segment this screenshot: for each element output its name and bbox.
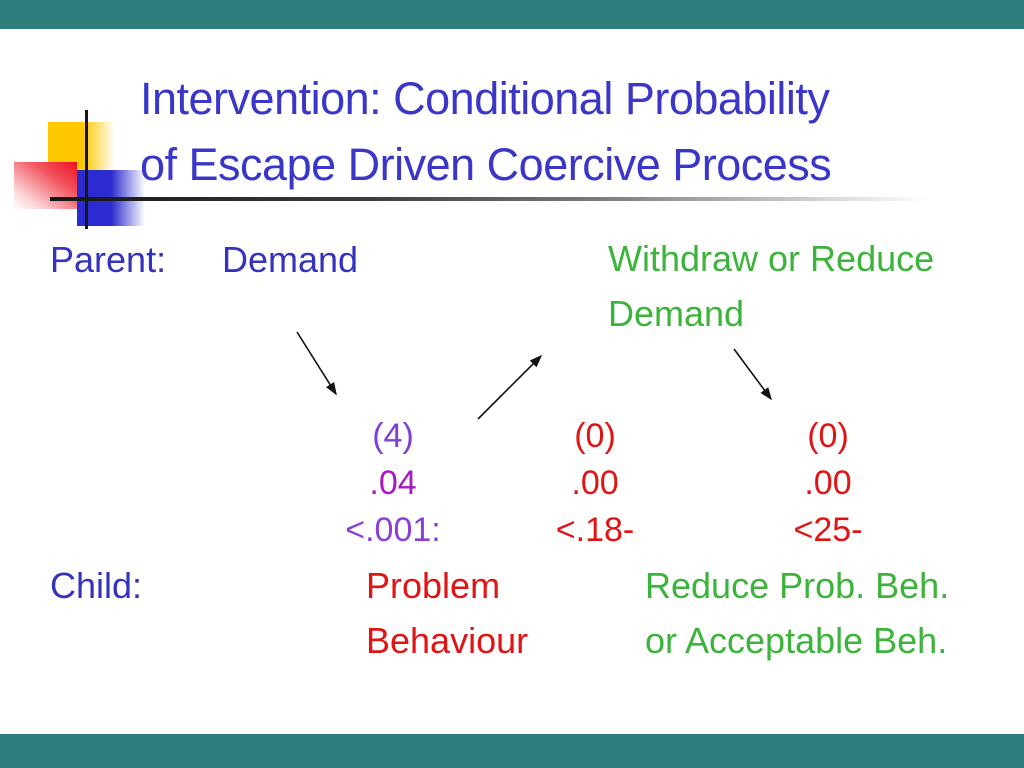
arrow-up-right-icon bbox=[477, 354, 543, 420]
significance-value: <25- bbox=[793, 511, 863, 549]
arrow-down-right-icon-2 bbox=[733, 348, 772, 401]
count-value: (4) bbox=[372, 417, 414, 455]
slide-title: Intervention: Conditional Probability of… bbox=[140, 66, 1000, 198]
child-label: Child: bbox=[50, 565, 143, 606]
probability-value: .00 bbox=[804, 464, 852, 502]
reduce-prob-text: Reduce Prob. Beh. bbox=[645, 565, 950, 606]
arrow-down-right-icon bbox=[296, 331, 337, 396]
behaviour-text: Behaviour bbox=[366, 620, 529, 661]
withdraw-or-reduce-text: Withdraw or Reduce bbox=[608, 238, 935, 279]
decoration-red-square bbox=[14, 162, 77, 209]
slide-title-line1: Intervention: Conditional Probability bbox=[140, 73, 830, 124]
problem-text: Problem bbox=[366, 565, 501, 606]
probability-value: .00 bbox=[571, 464, 619, 502]
probability-value: .04 bbox=[369, 464, 417, 502]
slide-title-line2: of Escape Driven Coercive Process bbox=[140, 139, 832, 190]
parent-label: Parent: bbox=[50, 239, 167, 280]
title-underline bbox=[50, 197, 956, 201]
viewer-top-bar bbox=[0, 0, 1024, 29]
count-value: (0) bbox=[574, 417, 616, 455]
parent-demand-text: Demand bbox=[222, 239, 359, 280]
stats-column-3: (0) .00 <25- bbox=[794, 413, 863, 554]
demand-green-text: Demand bbox=[608, 293, 745, 334]
significance-value: <.18- bbox=[555, 511, 635, 549]
decoration-vertical-line bbox=[85, 110, 88, 229]
acceptable-beh-text: or Acceptable Beh. bbox=[645, 620, 948, 661]
viewer-bottom-bar bbox=[0, 734, 1024, 768]
count-value: (0) bbox=[807, 417, 849, 455]
significance-value: <.001: bbox=[345, 511, 441, 549]
stats-column-1: (4) .04 <.001: bbox=[345, 413, 440, 554]
stats-column-2: (0) .00 <.18- bbox=[556, 413, 634, 554]
